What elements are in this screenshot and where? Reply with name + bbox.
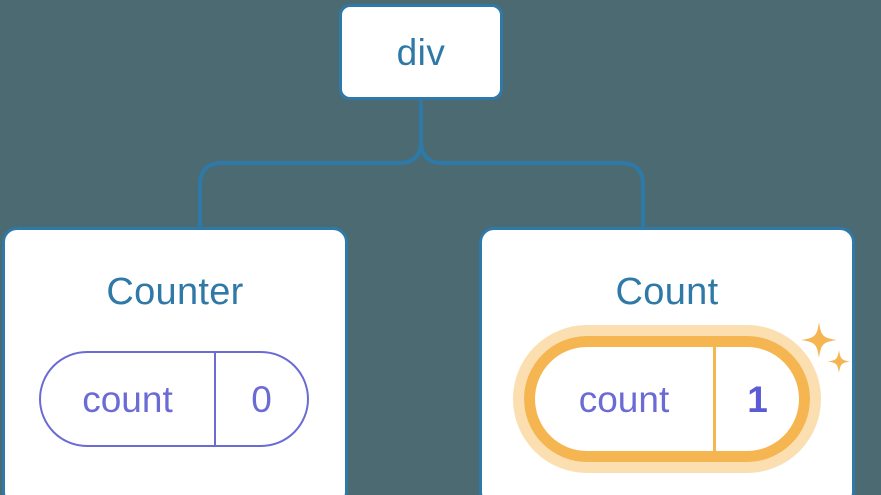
card-title-counter: Counter <box>106 271 244 313</box>
state-pill-key-counter: count <box>41 353 216 445</box>
root-node-label: div <box>396 31 446 73</box>
tree-root-node-div[interactable]: div <box>339 4 503 100</box>
connector-to-count <box>419 100 645 229</box>
state-pill-value-count: 1 <box>747 378 768 420</box>
connector-to-counter <box>198 100 423 229</box>
state-pill-counter[interactable]: count 0 <box>39 351 309 447</box>
state-pill-value-counter: 0 <box>251 378 272 420</box>
card-title-count: Count <box>615 271 719 313</box>
state-pill-count[interactable]: count 1 <box>524 336 810 462</box>
state-pill-highlight-glow <box>513 325 821 473</box>
state-pill-key-count: count <box>535 347 716 451</box>
